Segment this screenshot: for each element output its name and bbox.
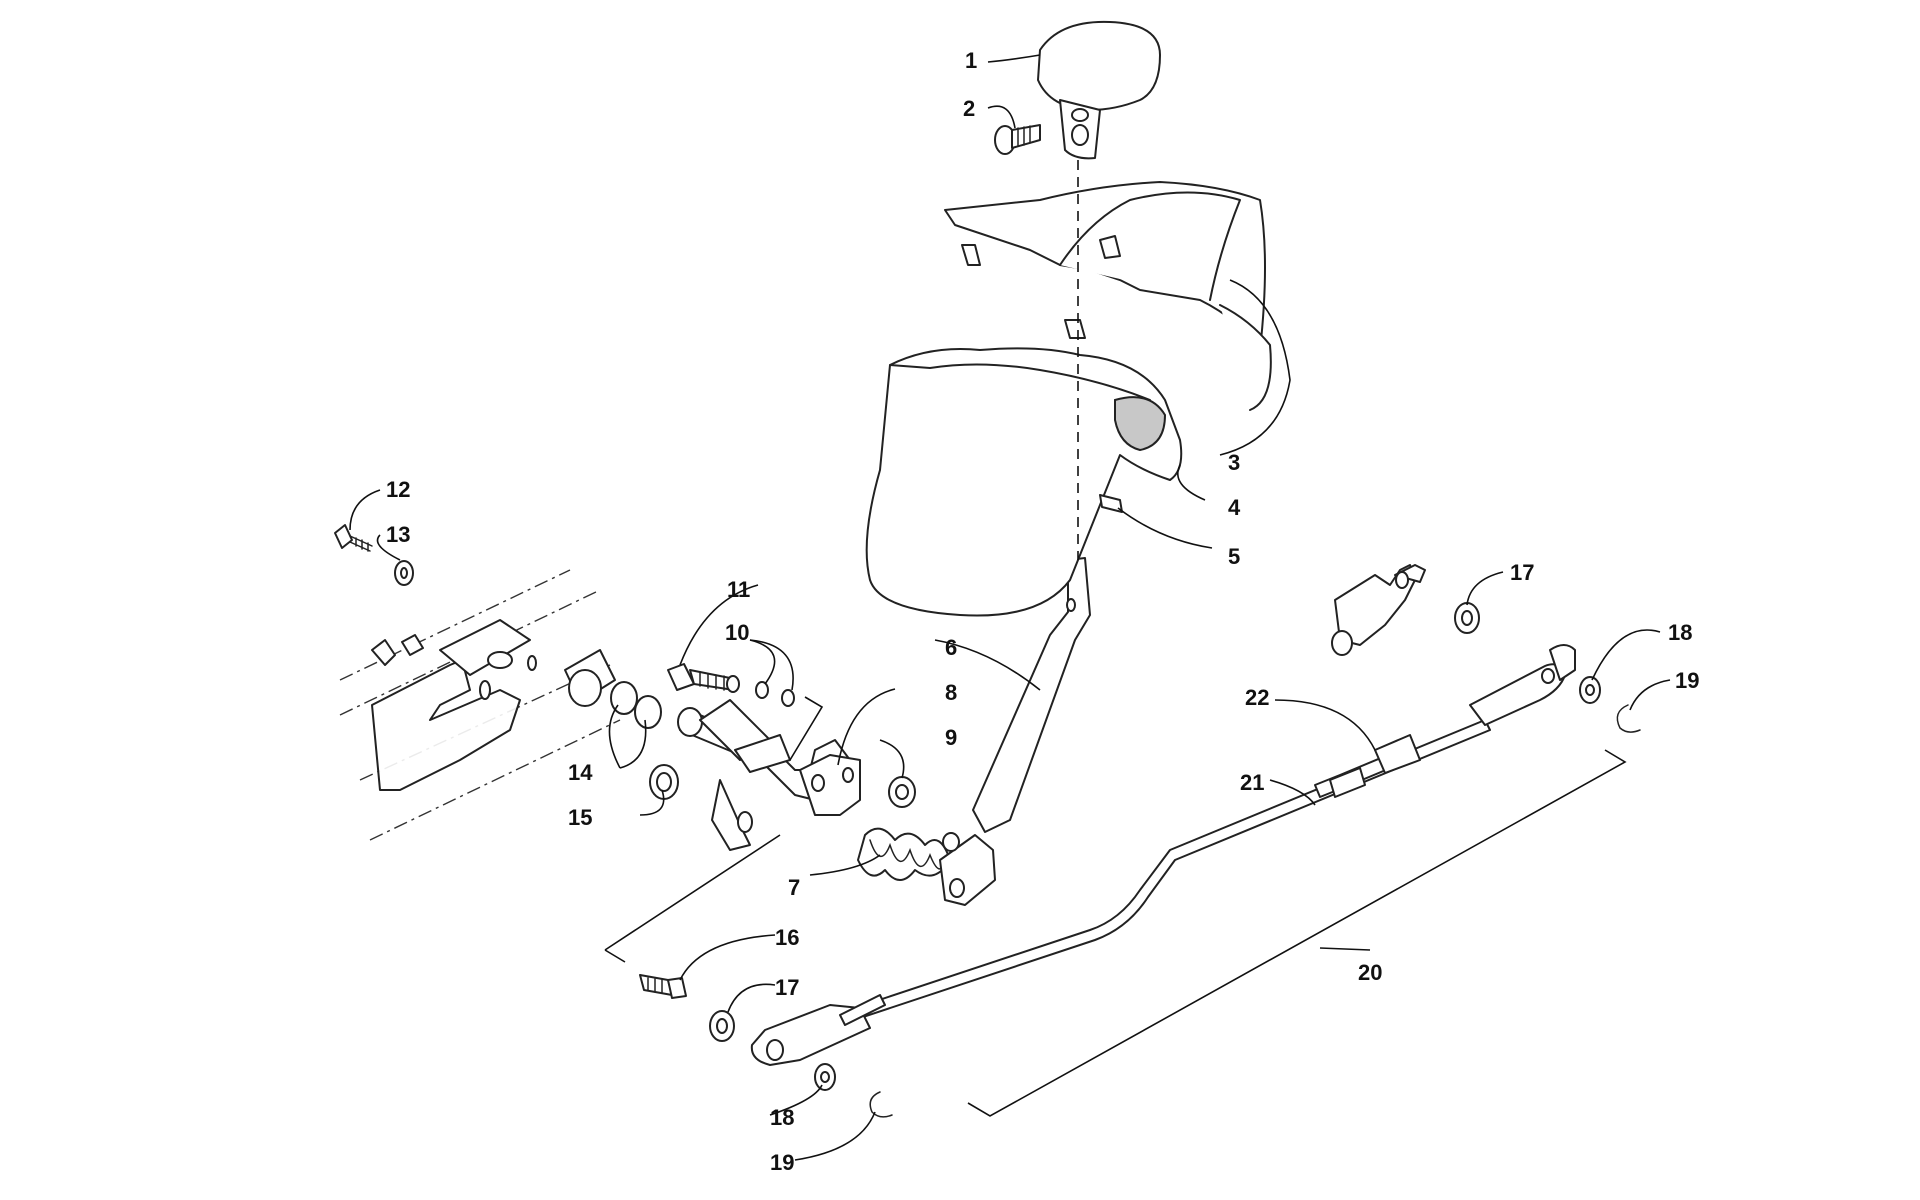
callout-8: 8 <box>945 680 957 705</box>
callout-19-top: 19 <box>1675 668 1699 693</box>
bushing-17-bottom <box>709 1010 735 1042</box>
pivot-shaft <box>677 699 861 851</box>
callout-12: 12 <box>386 477 410 502</box>
callout-labels: 1 2 3 4 5 6 7 8 9 10 11 12 13 14 15 16 1… <box>386 48 1699 1175</box>
shift-knob-1 <box>1037 20 1161 160</box>
bolt-12 <box>334 524 373 552</box>
callout-3: 3 <box>1228 450 1240 475</box>
callout-18-top: 18 <box>1668 620 1692 645</box>
callout-10: 10 <box>725 620 749 645</box>
leader-3-curve <box>1219 279 1291 456</box>
boot-lower-4 <box>865 347 1183 617</box>
callout-7: 7 <box>788 875 800 900</box>
rings-10 <box>755 681 795 707</box>
callout-5: 5 <box>1228 544 1240 569</box>
clip-5 <box>1099 494 1123 513</box>
callout-13: 13 <box>386 522 410 547</box>
shift-lever-6 <box>939 557 1091 906</box>
callout-1: 1 <box>965 48 977 73</box>
washer-13 <box>394 560 414 586</box>
callout-18-bottom: 18 <box>770 1105 794 1130</box>
callout-15: 15 <box>568 805 592 830</box>
callout-16: 16 <box>775 925 799 950</box>
clip-19-top <box>1616 704 1641 733</box>
bushing <box>564 649 616 707</box>
shift-rod-20 <box>750 644 1576 1066</box>
plunger-11 <box>667 663 740 693</box>
washer-18-top <box>1579 676 1601 704</box>
frame-bracket <box>339 569 621 841</box>
bushing-9 <box>888 776 916 808</box>
stud-16 <box>639 974 687 999</box>
callout-9: 9 <box>945 725 957 750</box>
screw-2 <box>994 124 1041 155</box>
boot-upper-3 <box>944 181 1272 411</box>
washer-18-bottom <box>814 1063 836 1091</box>
callout-2: 2 <box>963 96 975 121</box>
callout-21: 21 <box>1240 770 1264 795</box>
callout-11: 11 <box>727 577 750 602</box>
callout-17-bottom: 17 <box>775 975 799 1000</box>
bracket-20 <box>967 749 1627 1117</box>
callout-22: 22 <box>1245 685 1269 710</box>
clip-19-bottom <box>869 1091 893 1118</box>
bracket-10 <box>789 696 824 761</box>
callout-19-bottom: 19 <box>770 1150 794 1175</box>
bracket-lower-assembly <box>604 834 781 963</box>
callout-14: 14 <box>568 760 593 785</box>
lever-arm-17 <box>1331 564 1426 656</box>
callout-20: 20 <box>1358 960 1382 985</box>
callout-6: 6 <box>945 635 957 660</box>
bushing-17-top <box>1454 602 1480 634</box>
spring-7 <box>857 827 951 881</box>
washer-15 <box>649 764 679 800</box>
callout-17-top: 17 <box>1510 560 1534 585</box>
callout-4: 4 <box>1228 495 1241 520</box>
leader-lines <box>349 54 1671 1161</box>
